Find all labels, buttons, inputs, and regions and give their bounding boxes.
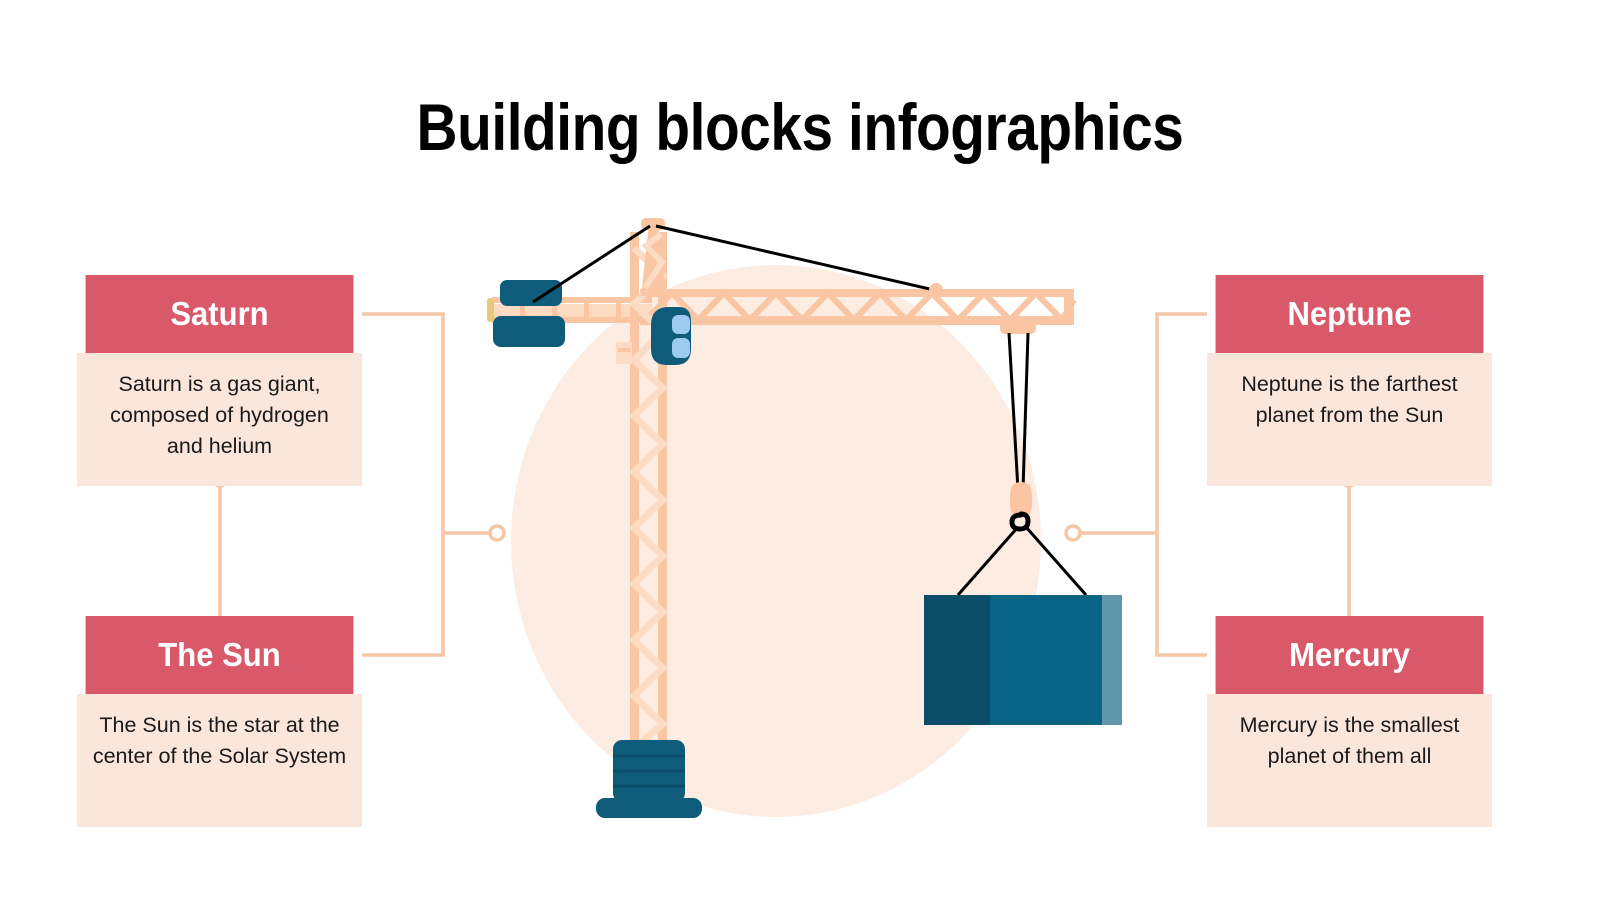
counterweight-block [493, 280, 565, 347]
card-saturn-title: Saturn [85, 275, 354, 353]
hoist-cables [1007, 332, 1030, 491]
counter-jib-tip [487, 298, 494, 322]
crane-base [596, 740, 702, 818]
card-saturn[interactable]: Saturn Saturn is a gas giant, composed o… [77, 275, 362, 486]
card-mercury[interactable]: Mercury Mercury is the smallest planet o… [1207, 616, 1492, 827]
trolley [1000, 317, 1036, 334]
shipping-container [924, 595, 1122, 725]
card-neptune[interactable]: Neptune Neptune is the farthest planet f… [1207, 275, 1492, 486]
jib-cable-anchor [929, 283, 943, 297]
counter-jib [487, 297, 652, 323]
card-mercury-body: Mercury is the smallest planet of them a… [1207, 694, 1492, 827]
tension-cables [532, 224, 935, 304]
card-the-sun-body: The Sun is the star at the center of the… [77, 694, 362, 827]
operator-cab [651, 307, 691, 365]
jib-truss [640, 288, 1077, 325]
card-saturn-body: Saturn is a gas giant, composed of hydro… [77, 353, 362, 486]
card-mercury-title: Mercury [1215, 616, 1484, 694]
card-the-sun-title: The Sun [85, 616, 354, 694]
backdrop-circle [511, 265, 1041, 817]
card-neptune-title: Neptune [1215, 275, 1484, 353]
hook-block [1009, 482, 1032, 532]
page-title: Building blocks infographics [416, 90, 1184, 164]
sling-cables [956, 526, 1088, 596]
card-the-sun[interactable]: The Sun The Sun is the star at the cente… [77, 616, 362, 827]
card-neptune-body: Neptune is the farthest planet from the … [1207, 353, 1492, 486]
